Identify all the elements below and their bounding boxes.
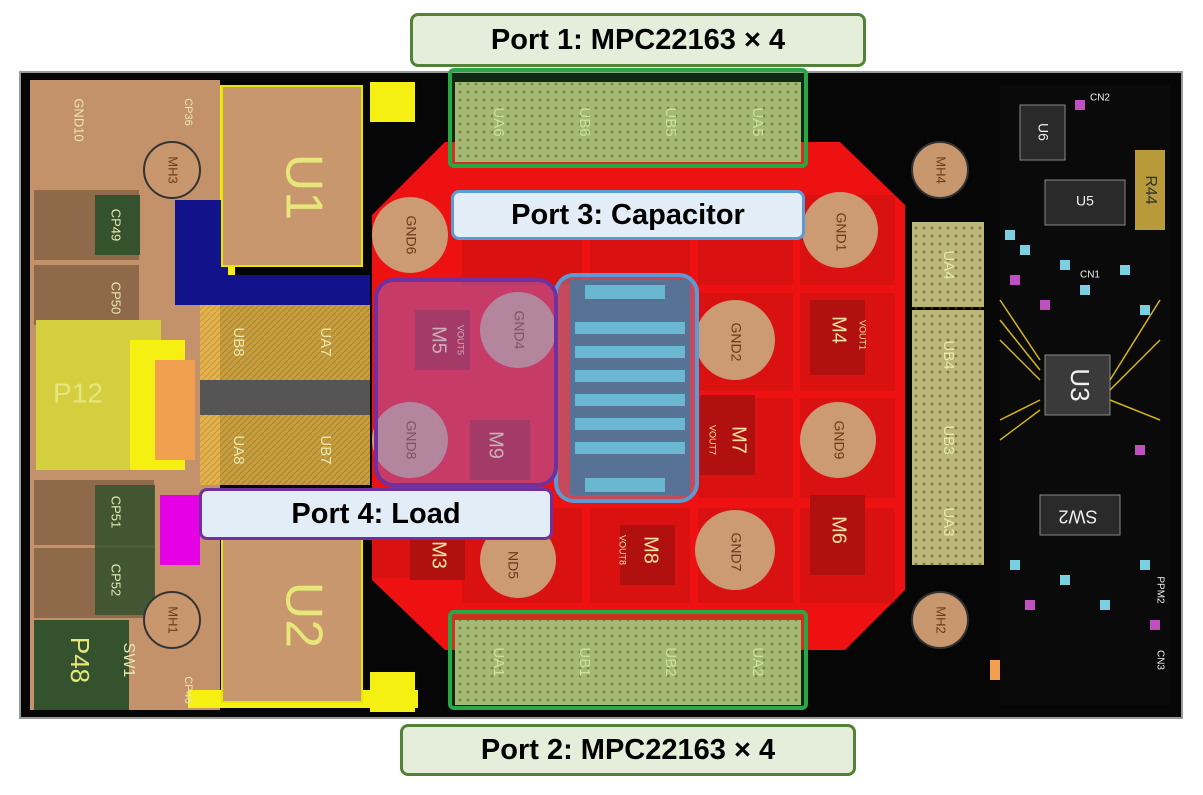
left-slot-3: UA8 (230, 435, 247, 464)
green-pour-bottom (34, 620, 129, 710)
right-slot-4: UA3 (940, 507, 957, 536)
gnd5-label: ND5 (505, 551, 521, 579)
right-slot-3: UB3 (940, 425, 957, 454)
mh1-label: MH1 (166, 606, 181, 633)
m4-label: M4 (828, 316, 850, 344)
vout5-label: VOUT5 (456, 325, 466, 355)
bottom-slot-3: UB2 (662, 647, 679, 676)
u2-label: U2 (274, 582, 332, 648)
sw2-label: SW2 (1058, 506, 1097, 526)
u2-body (221, 521, 363, 703)
u1-label: U1 (274, 154, 332, 220)
cp51-label: CP51 (109, 496, 124, 529)
port2-highlight (448, 610, 808, 710)
u6-label: U6 (1035, 123, 1051, 141)
left-slot-1: UB8 (230, 327, 247, 356)
mh3-label: MH3 (166, 156, 181, 183)
gnd4-label: GND4 (511, 311, 527, 350)
cp36-label: CP36 (182, 98, 194, 126)
gnd6-label: GND6 (403, 216, 419, 255)
gnd-pads (372, 192, 878, 598)
top-slot-3: UB5 (662, 107, 679, 136)
top-slot-4: UA5 (749, 107, 766, 136)
m3-label: M3 (428, 541, 450, 569)
left-slot-2: UA7 (317, 327, 334, 356)
port4-label: Port 4: Load (199, 488, 553, 540)
mounting-holes (143, 141, 969, 649)
gnd8-label: GND8 (403, 421, 419, 460)
m8-label: M8 (640, 536, 662, 564)
cp49-label: CP49 (109, 209, 124, 242)
right-slot-2: UB4 (940, 340, 957, 369)
top-slot-2: UB6 (576, 107, 593, 136)
right-circuitry (999, 85, 1170, 705)
port4-highlight (374, 278, 558, 487)
cn3-label: CN3 (1154, 650, 1165, 670)
bottom-slot-2: UB1 (576, 647, 593, 676)
cp52-label: CP52 (109, 564, 124, 597)
vout1-label: VOUT1 (858, 320, 868, 350)
left-slot-4: UB7 (317, 435, 334, 464)
ppm2-label: PPM2 (1154, 576, 1165, 604)
gnd9-label: GND9 (831, 421, 847, 460)
vout8-label: VOUT8 (618, 535, 628, 565)
port2-label: Port 2: MPC22163 × 4 (400, 724, 856, 776)
u5-label: U5 (1076, 193, 1094, 209)
m7-label: M7 (728, 426, 750, 454)
board-labels: U1 U2 P12 P48 U3 UA6 UB6 UB5 UA5 UA1 UB1… (53, 93, 1165, 704)
vout7-label: VOUT7 (708, 425, 718, 455)
green-pour-top (95, 195, 140, 255)
m9-label: M9 (485, 431, 507, 459)
m6-label: M6 (828, 516, 850, 544)
port3-highlight (554, 273, 699, 503)
bottom-slot-1: UA1 (490, 647, 507, 676)
p48-label: P48 (65, 637, 95, 683)
port1-highlight (448, 68, 808, 168)
p12-label: P12 (53, 377, 103, 408)
cp46-label: CP46 (182, 676, 194, 704)
port3-label: Port 3: Capacitor (451, 190, 805, 240)
gnd1-label: GND1 (833, 213, 849, 252)
cn1-label: CN1 (1080, 270, 1100, 281)
sw1-label: SW1 (120, 643, 137, 678)
gnd2-label: GND2 (728, 323, 744, 362)
cp50-label: CP50 (109, 282, 124, 315)
right-mpc-slots (912, 222, 984, 565)
r44-label: R44 (1142, 175, 1159, 204)
right-slot-1: UA4 (940, 250, 957, 279)
cn2-label: CN2 (1090, 93, 1110, 104)
m5-label: M5 (428, 326, 450, 354)
top-slot-1: UA6 (490, 107, 507, 136)
mh2-label: MH2 (934, 606, 949, 633)
gnd10-label: GND10 (72, 98, 87, 141)
magenta-block (160, 495, 200, 565)
top-mpc-slots (455, 82, 801, 162)
u1-body (221, 85, 363, 267)
gnd7-label: GND7 (728, 533, 744, 572)
bottom-slot-4: UA2 (749, 647, 766, 676)
capacitor-bank (570, 280, 690, 495)
bottom-mpc-slots (455, 620, 801, 705)
u3-label: U3 (1065, 368, 1095, 401)
mh4-label: MH4 (934, 156, 949, 183)
port1-label: Port 1: MPC22163 × 4 (410, 13, 866, 67)
